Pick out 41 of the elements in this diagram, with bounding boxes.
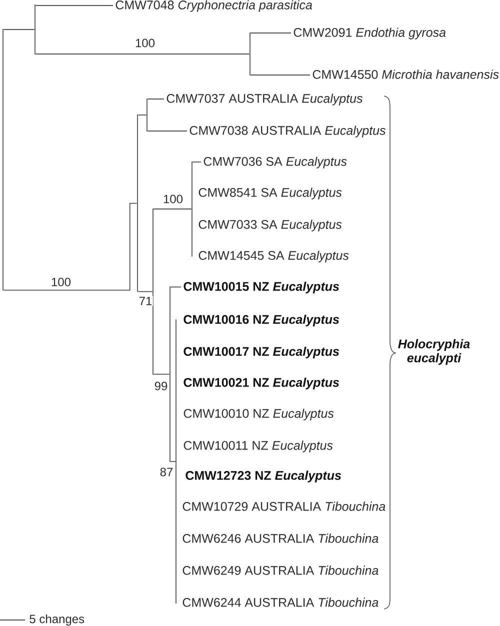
taxon-label: CMW7036 SA Eucalyptus bbox=[204, 156, 347, 168]
bootstrap-value: 100 bbox=[50, 276, 72, 288]
branch-line bbox=[138, 291, 153, 292]
bootstrap-value: 71 bbox=[138, 296, 153, 306]
branch-line bbox=[35, 5, 114, 6]
branch-line bbox=[153, 208, 192, 210]
branch-line bbox=[3, 29, 35, 30]
branch-line bbox=[147, 98, 164, 100]
clade-label: Holocryphia eucalypti bbox=[398, 339, 470, 365]
taxon-label: CMW7033 SA Eucalyptus bbox=[198, 220, 342, 232]
taxon-label: CMW2091 Endothia gyrosa bbox=[294, 28, 446, 40]
taxon-label: CMW8541 SA Eucalyptus bbox=[198, 188, 342, 200]
bootstrap-value: 87 bbox=[159, 466, 174, 478]
bootstrap-value: 99 bbox=[154, 380, 168, 392]
branch-line bbox=[3, 202, 138, 291]
taxon-label: CMW6244 AUSTRALIA Tibouchina bbox=[182, 598, 378, 607]
taxon-label: CMW7037 AUSTRALIA Eucalyptus bbox=[166, 94, 363, 106]
taxon-label: CMW12723 NZ Eucalyptus bbox=[186, 470, 342, 482]
taxon-label: CMW10015 NZ Eucalyptus bbox=[184, 282, 340, 294]
branch-line bbox=[250, 74, 310, 76]
scale-label: 5 changes bbox=[30, 614, 84, 626]
taxon-label: CMW14550 Microthia havanensis bbox=[312, 70, 499, 79]
branch-line bbox=[153, 374, 170, 375]
branch-line bbox=[170, 286, 182, 288]
taxon-label: CMW6246 AUSTRALIA Tibouchina bbox=[182, 534, 378, 543]
taxon-label: CMW10017 NZ Eucalyptus bbox=[184, 346, 340, 358]
taxon-label: CMW7048 Cryphonectria parasitica bbox=[116, 0, 312, 12]
branch-line bbox=[147, 130, 188, 132]
taxon-label: CMW10011 NZ Eucalyptus bbox=[184, 440, 333, 452]
taxon-label: CMW14545 SA Eucalyptus bbox=[198, 250, 349, 262]
bootstrap-value: 100 bbox=[162, 194, 184, 204]
taxon-label: CMW6249 AUSTRALIA Tibouchina bbox=[182, 566, 378, 575]
branch-line bbox=[170, 461, 176, 462]
taxon-label: CMW7038 AUSTRALIA Eucalyptus bbox=[190, 126, 386, 138]
taxon-label: CMW10010 NZ Eucalyptus bbox=[184, 408, 334, 420]
taxon-label: CMW10016 NZ Eucalyptus bbox=[184, 314, 340, 326]
branch-line bbox=[138, 114, 147, 116]
bootstrap-value: 100 bbox=[134, 38, 156, 48]
taxon-label: CMW10021 NZ Eucalyptus bbox=[184, 378, 340, 390]
taxon-label: CMW10729 AUSTRALIA Tibouchina bbox=[182, 502, 386, 511]
branch-line bbox=[250, 32, 292, 34]
